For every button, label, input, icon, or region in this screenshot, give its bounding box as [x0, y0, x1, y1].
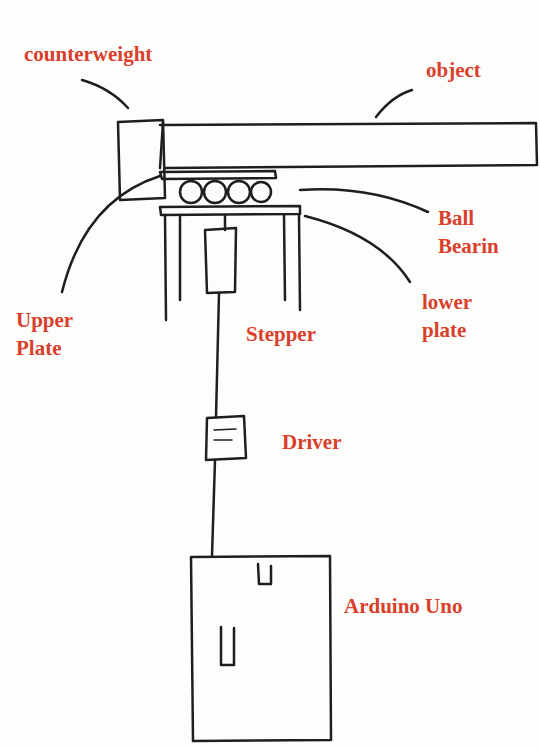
ball: [204, 181, 226, 203]
leader-line: [376, 90, 412, 117]
leader-line: [300, 189, 428, 212]
part-label: Ball Bearin: [438, 204, 520, 260]
power-jack: [221, 627, 234, 665]
upper-plate: [160, 171, 276, 179]
arm-bar: [160, 123, 537, 168]
counterweight-block: [118, 120, 165, 200]
part-label: Driver: [282, 428, 382, 456]
leg: [299, 215, 300, 310]
ball: [251, 182, 271, 202]
arduino-board: [191, 556, 331, 741]
leader-line: [82, 80, 128, 108]
usb-port: [258, 564, 271, 584]
leg: [179, 215, 182, 300]
leader-line: [305, 216, 410, 282]
ball: [228, 181, 250, 203]
part-label: Arduino Uno: [344, 592, 494, 620]
wire: [216, 293, 219, 417]
part-label: lower plate: [422, 288, 494, 344]
wire: [212, 460, 215, 556]
part-label: object: [426, 56, 526, 84]
leg: [284, 215, 285, 300]
driver-detail: [214, 429, 236, 440]
ball: [180, 181, 202, 203]
leg: [165, 215, 166, 320]
leader-line: [62, 176, 160, 292]
lower-plate: [160, 206, 300, 215]
part-label: Upper Plate: [16, 306, 88, 362]
part-label: Stepper: [246, 320, 356, 348]
counterweight-edge: [160, 122, 163, 168]
stepper-motor: [205, 228, 236, 293]
driver-board: [206, 416, 246, 460]
part-label: counterweight: [24, 40, 224, 68]
